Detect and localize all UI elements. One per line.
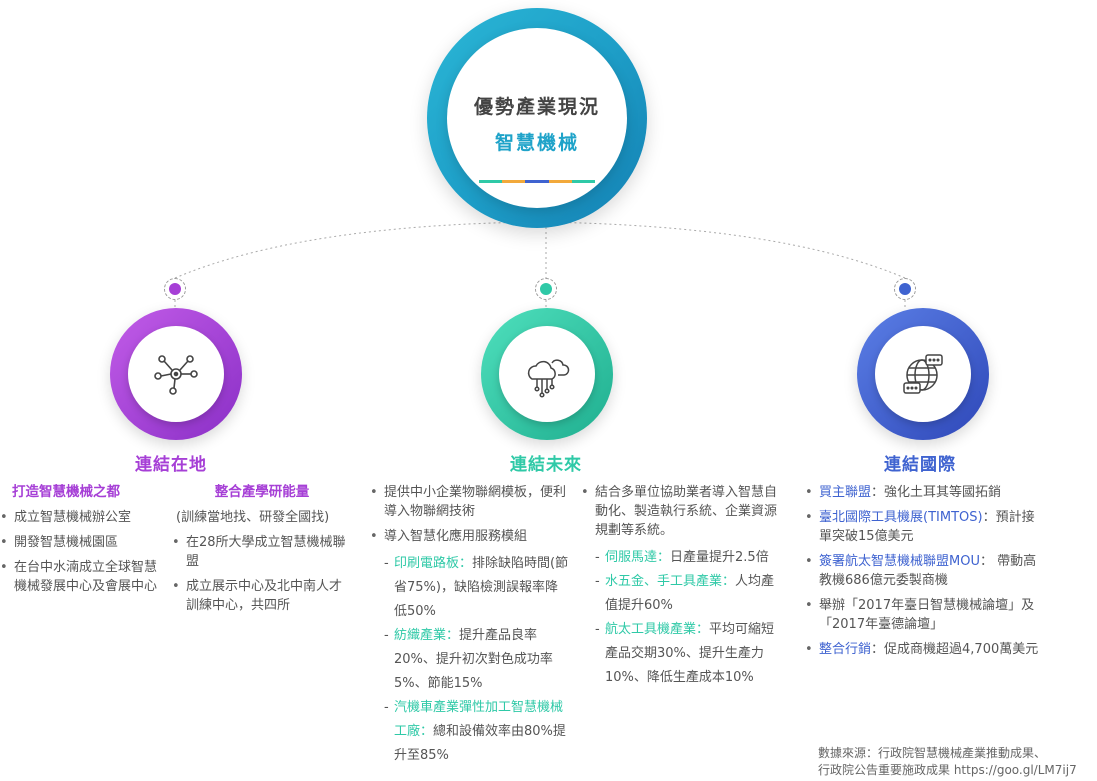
branch-circle-local bbox=[110, 308, 242, 440]
local-column-1: 打造智慧機械之都 成立智慧機械辦公室 開發智慧機械園區 在台中水湳成立全球智慧機… bbox=[0, 483, 165, 602]
sub-item: 印刷電路板：排除缺陷時間(節省75%)，缺陷檢測誤報率降低50% bbox=[384, 552, 570, 624]
local-col2-note: (訓練當地找、研發全國找) bbox=[176, 510, 330, 525]
branch-circle-intl bbox=[857, 308, 989, 440]
local-col2-head: 整合產學研能量 bbox=[214, 484, 310, 500]
list-item: 成立展示中心及北中南人才訓練中心，共四所 bbox=[172, 577, 352, 615]
list-item: 導入智慧化應用服務模組 bbox=[370, 527, 570, 546]
list-item: 買主聯盟：強化土耳其等國拓銷 bbox=[805, 483, 1040, 502]
connector-dot-future bbox=[535, 278, 557, 300]
list-item: 整合行銷：促成商機超過4,700萬美元 bbox=[805, 640, 1040, 659]
sub-item: 水五金、手工具產業：人均產值提升60% bbox=[595, 570, 781, 618]
connector-dot-local bbox=[164, 278, 186, 300]
hub-subtitle: 智慧機械 bbox=[494, 132, 579, 154]
hub-circle: 優勢產業現況 智慧機械 bbox=[427, 8, 647, 228]
sub-item: 伺服馬達：日產量提升2.5倍 bbox=[595, 546, 781, 570]
list-item: 在台中水湳成立全球智慧機械發展中心及會展中心 bbox=[0, 558, 165, 596]
local-column-2: 整合產學研能量 (訓練當地找、研發全國找) 在28所大學成立智慧機械聯盟 成立展… bbox=[172, 483, 352, 621]
list-item: 臺北國際工具機展(TIMTOS)：預計接單突破15億美元 bbox=[805, 508, 1040, 546]
sub-item: 航太工具機產業：平均可縮短產品交期30%、提升生產力10%、降低生產成本10% bbox=[595, 618, 781, 690]
connector-dot-intl bbox=[894, 278, 916, 300]
list-item: 舉辦「2017年臺日智慧機械論壇」及「2017年臺德論壇」 bbox=[805, 596, 1040, 634]
local-col1-head: 打造智慧機械之都 bbox=[12, 484, 120, 500]
sub-item: 汽機車產業彈性加工智慧機械工廠：總和設備效率由80%提升至85% bbox=[384, 696, 570, 768]
list-item: 結合多單位協助業者導入智慧自動化、製造執行系統、企業資源規劃等系統。 bbox=[581, 483, 781, 540]
list-item: 簽署航太智慧機械聯盟MOU： 帶動高教機686億元委製商機 bbox=[805, 552, 1040, 590]
hub-title: 優勢產業現況 bbox=[473, 96, 600, 118]
branch-title-intl: 連結國際 bbox=[884, 455, 956, 475]
intl-column: 買主聯盟：強化土耳其等國拓銷 臺北國際工具機展(TIMTOS)：預計接單突破15… bbox=[805, 483, 1040, 665]
list-item: 成立智慧機械辦公室 bbox=[0, 508, 165, 527]
future-column-1: 提供中小企業物聯網模板，便利導入物聯網技術 導入智慧化應用服務模組 印刷電路板：… bbox=[370, 483, 570, 768]
hub-color-bar bbox=[479, 180, 596, 183]
hub-inner: 優勢產業現況 智慧機械 bbox=[447, 28, 627, 208]
source-note: 數據來源：行政院智慧機械產業推動成果、 行政院公告重要施政成果 https://… bbox=[818, 746, 1077, 777]
branch-circle-future bbox=[481, 308, 613, 440]
branch-title-local: 連結在地 bbox=[135, 455, 207, 475]
branch-title-future: 連結未來 bbox=[510, 455, 582, 475]
list-item: 提供中小企業物聯網模板，便利導入物聯網技術 bbox=[370, 483, 570, 521]
network-nodes-icon bbox=[154, 355, 198, 395]
list-item: 開發智慧機械園區 bbox=[0, 533, 165, 552]
future-column-2: 結合多單位協助業者導入智慧自動化、製造執行系統、企業資源規劃等系統。 伺服馬達：… bbox=[581, 483, 781, 690]
cloud-circuit-icon bbox=[527, 359, 570, 398]
sub-item: 紡織產業：提升產品良率20%、提升初次對色成功率5%、節能15% bbox=[384, 624, 570, 696]
list-item: 在28所大學成立智慧機械聯盟 bbox=[172, 533, 352, 571]
globe-chat-icon bbox=[903, 354, 943, 394]
